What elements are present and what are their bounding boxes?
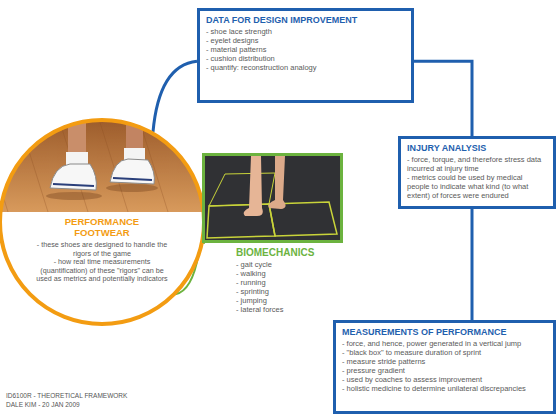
footer-note: ID6100R - THEORETICAL FRAMEWORK — [6, 392, 127, 400]
circle-text: PERFORMANCE FOOTWEAR - these shoes are de… — [36, 216, 168, 284]
connector — [414, 61, 472, 136]
list-item: - these shoes are designed to handle the… — [36, 241, 168, 258]
list-item: - cushion distribution — [206, 54, 405, 63]
node-heading: MEASUREMENTS OF PERFORMANCE — [342, 327, 547, 338]
list-item: - used by coaches to assess improvement — [342, 375, 547, 384]
list-item: - force, and hence, power generated in a… — [342, 339, 547, 348]
list-item: - metrics could be used by medical peopl… — [407, 173, 547, 200]
footer-note: DALE KIM - 20 JAN 2009 — [6, 401, 80, 409]
list-item: - running — [236, 278, 352, 287]
node-heading: BIOMECHANICS — [236, 247, 352, 259]
list-item: - sprinting — [236, 287, 352, 296]
list-item: - material patterns — [206, 45, 405, 54]
list-item: - eyelet designs — [206, 36, 405, 45]
node-heading: INJURY ANALYSIS — [407, 143, 547, 154]
list-item: - jumping — [236, 296, 352, 305]
footwear-circle: PERFORMANCE FOOTWEAR - these shoes are de… — [0, 116, 206, 328]
injury-box: INJURY ANALYSIS- force, torque, and ther… — [398, 136, 556, 209]
list-item: - quantify: reconstruction analogy — [206, 63, 405, 72]
node-heading: PERFORMANCE FOOTWEAR — [60, 216, 144, 238]
measurement-box: MEASUREMENTS OF PERFORMANCE- force, and … — [333, 320, 556, 414]
photo-frame — [202, 153, 343, 243]
connector — [471, 209, 474, 320]
design-box: DATA FOR DESIGN IMPROVEMENT- shoe lace s… — [197, 8, 414, 103]
node-heading: DATA FOR DESIGN IMPROVEMENT — [206, 15, 405, 26]
biomechanics-photo — [205, 156, 340, 240]
list-item: - how real time measurements (quantifica… — [36, 258, 168, 284]
list-item: - holistic medicine to determine unilate… — [342, 384, 547, 393]
list-item: - pressure gradient — [342, 366, 547, 375]
list-item: - walking — [236, 269, 352, 278]
biomechanics-panel: BIOMECHANICS- gait cycle- walking- runni… — [202, 153, 352, 314]
list-item: - gait cycle — [236, 260, 352, 269]
list-item: - "black box" to measure duration of spr… — [342, 348, 547, 357]
list-item: - shoe lace strength — [206, 27, 405, 36]
connector — [153, 61, 197, 132]
list-item: - force, torque, and therefore stress da… — [407, 155, 547, 173]
list-item: - lateral forces — [236, 305, 352, 314]
list-item: - measure stride patterns — [342, 357, 547, 366]
